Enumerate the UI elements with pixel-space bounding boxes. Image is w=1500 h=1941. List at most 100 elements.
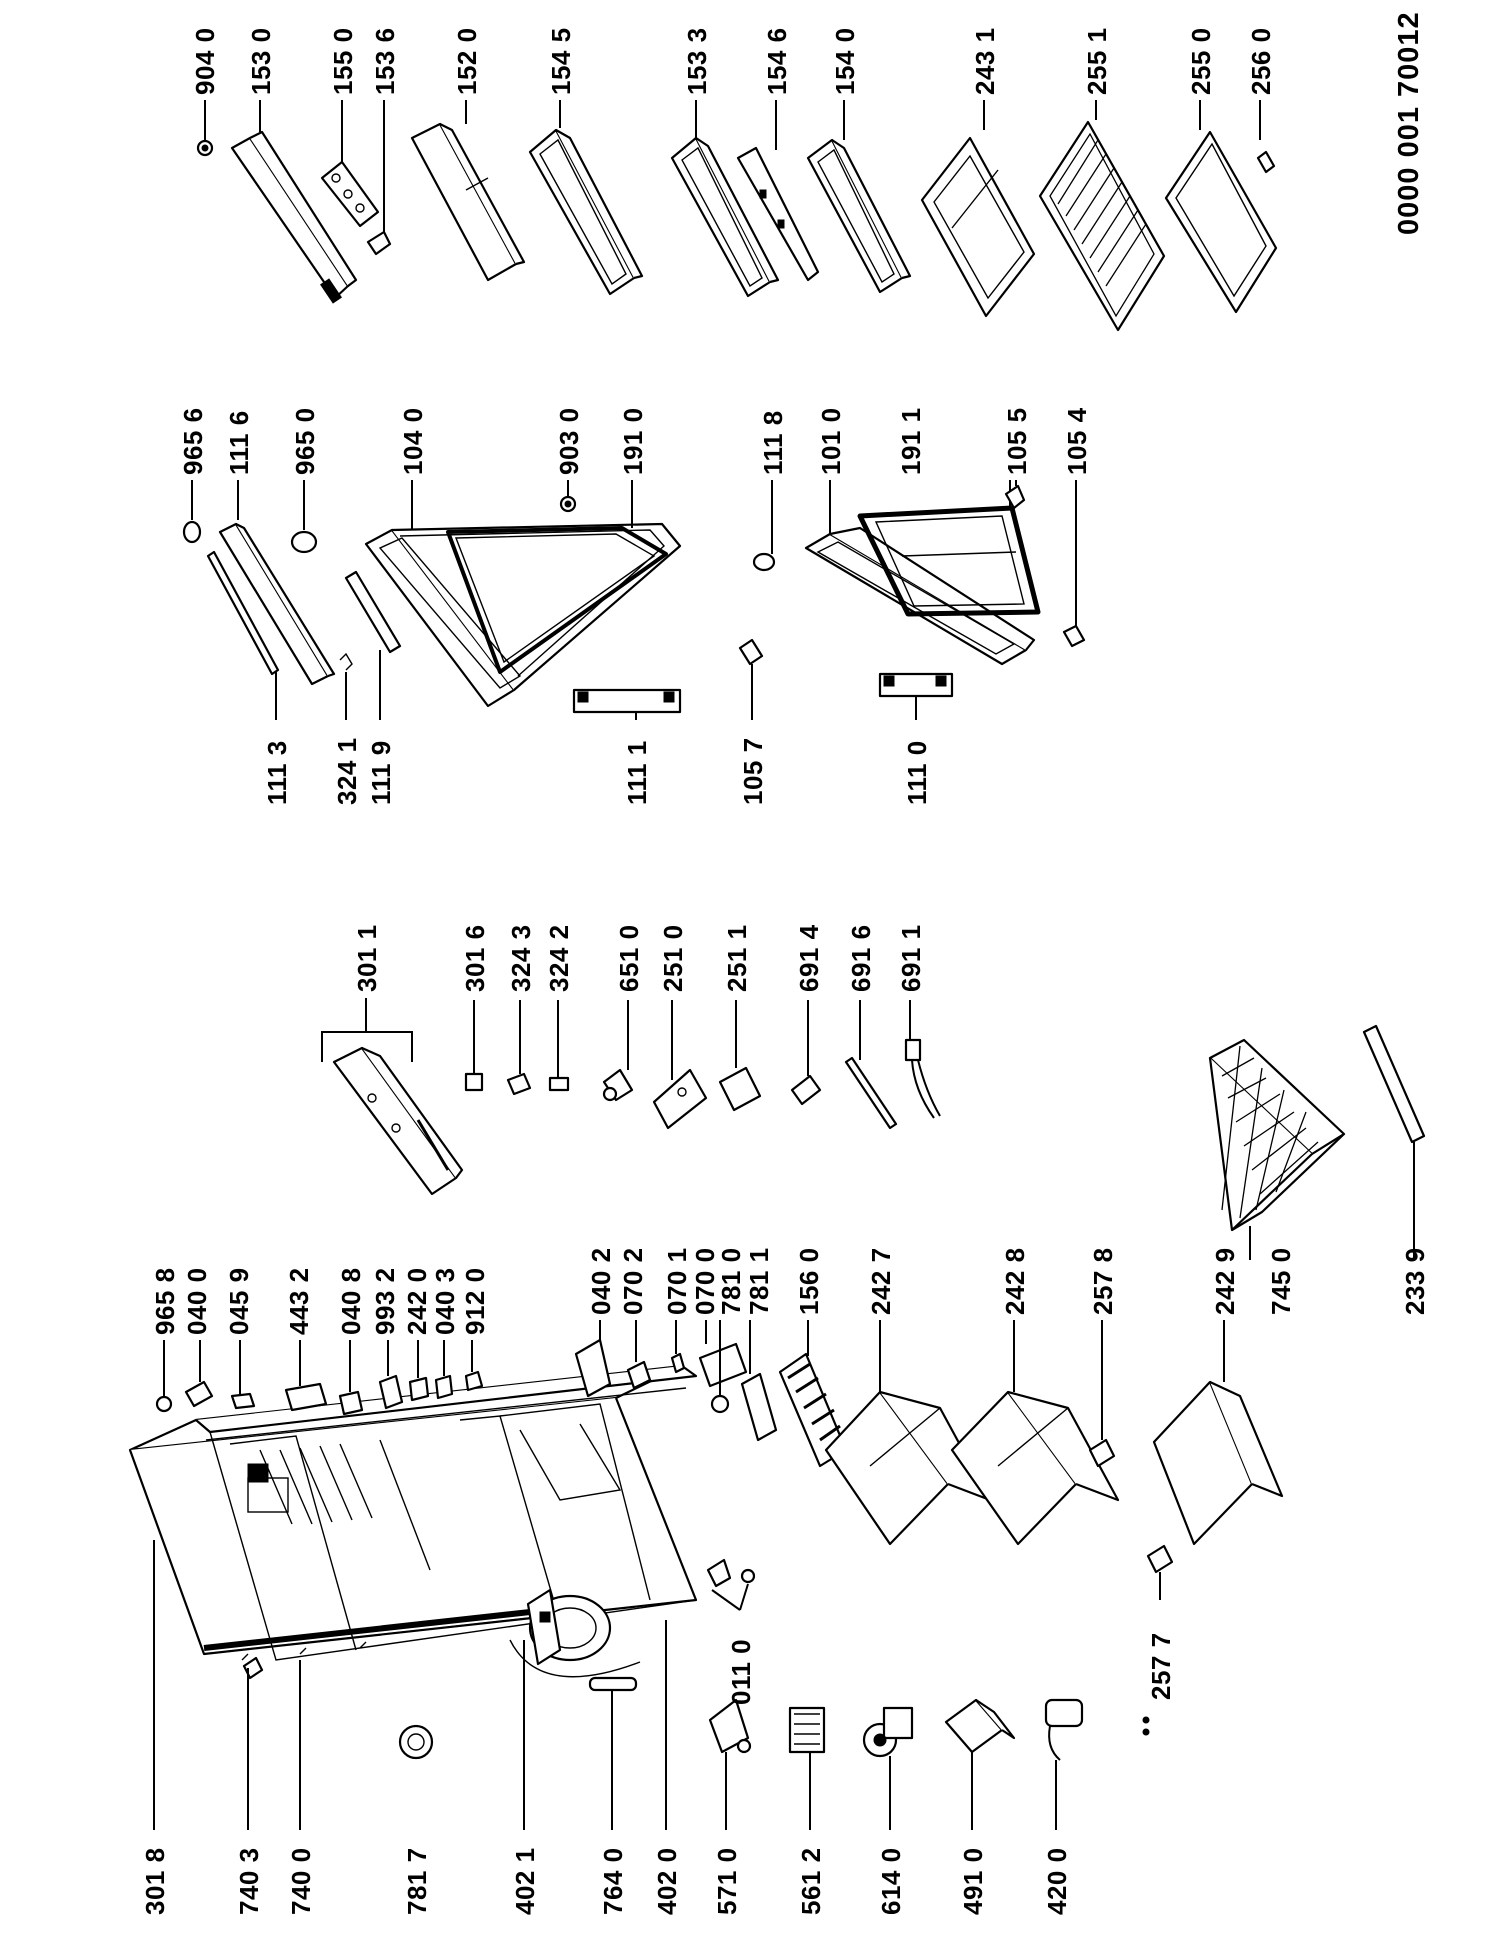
label-251-1: 251 1 [722, 924, 752, 992]
strip-111-3 [206, 550, 280, 720]
bracket-parts [574, 1320, 778, 1442]
document-number: 0000 001 70012 [1393, 11, 1425, 235]
hinge-bracket-111-0 [878, 672, 954, 720]
part-324-3 [506, 1000, 532, 1096]
label-764-0: 764 0 [598, 1847, 628, 1915]
cap-965-6 [182, 480, 202, 544]
label-255-0: 255 0 [1186, 27, 1216, 95]
door-accessories-group [196, 100, 1278, 332]
label-324-1: 324 1 [332, 737, 362, 805]
label-691-1: 691 1 [896, 924, 926, 992]
label-965-6: 965 6 [178, 407, 208, 475]
relay-561-2 [788, 1706, 826, 1830]
label-105-4: 105 4 [1062, 407, 1092, 475]
egg-tray-155-0 [320, 100, 380, 228]
label-040-2: 040 2 [586, 1247, 616, 1315]
cap-965-0 [290, 480, 318, 554]
label-070-0: 070 0 [690, 1247, 720, 1315]
label-153-0: 153 0 [246, 27, 276, 95]
thermostat-614-0 [862, 1706, 914, 1830]
label-070-2: 070 2 [618, 1247, 648, 1315]
label-243-1: 243 1 [970, 27, 1000, 95]
wire-basket-745-0 [1208, 1038, 1346, 1260]
label-040-0: 040 0 [182, 1267, 212, 1335]
screw-903-0 [559, 480, 577, 513]
door-shelf-154-5 [528, 100, 644, 296]
label-257-8: 257 8 [1088, 1247, 1118, 1315]
label-156-0: 156 0 [794, 1247, 824, 1315]
part-571-0 [708, 1698, 752, 1830]
cover-strip-233-9 [1362, 1024, 1426, 1260]
label-402-0: 402 0 [652, 1847, 682, 1915]
door-shelf-154-0 [806, 100, 912, 294]
label-111-6: 111 6 [224, 410, 254, 475]
small-parts-group [321, 998, 941, 1196]
label-242-0: 242 0 [402, 1267, 432, 1335]
label-965-0: 965 0 [290, 407, 320, 475]
label-965-8: 965 8 [150, 1267, 180, 1335]
label-040-3: 040 3 [430, 1267, 460, 1335]
strip-691-6 [844, 1000, 898, 1130]
label-045-9: 045 9 [224, 1267, 254, 1335]
label-781-0: 781 0 [716, 1247, 746, 1315]
label-561-2: 561 2 [796, 1847, 826, 1915]
label-781-7: 781 7 [402, 1847, 432, 1915]
label-740-3: 740 3 [234, 1847, 264, 1915]
label-070-1: 070 1 [662, 1247, 692, 1315]
label-301-8: 301 8 [140, 1847, 170, 1915]
screw-904-0 [196, 100, 214, 157]
door-shelf-153-3 [670, 100, 780, 298]
cover-251-0 [652, 1000, 708, 1130]
cap-111-8 [752, 480, 776, 572]
clip-153-6 [366, 100, 392, 256]
part-691-4 [790, 1000, 822, 1106]
label-011-0: 011 0 [726, 1639, 756, 1705]
label-912-0: 912 0 [460, 1267, 490, 1335]
label-154-5: 154 5 [546, 27, 576, 95]
shelf-255-0 [1164, 100, 1278, 314]
label-745-0: 745 0 [1266, 1247, 1296, 1315]
label-256-0: 256 0 [1246, 27, 1276, 95]
label-740-0: 740 0 [286, 1847, 316, 1915]
strip-256-0 [1256, 100, 1276, 174]
label-324-3: 324 3 [506, 924, 536, 992]
lamp-socket-651-0 [602, 1000, 634, 1102]
doors-group [182, 480, 1086, 720]
label-651-0: 651 0 [614, 924, 644, 992]
wire-shelf-255-1 [1038, 100, 1166, 332]
clip-105-5 [1004, 480, 1026, 510]
label-153-3: 153 3 [682, 27, 712, 95]
label-324-2: 324 2 [544, 924, 574, 992]
door-gasket-191-0 [446, 480, 668, 674]
part-labels: 904 0 153 0 155 0 153 6 152 0 154 5 153 … [140, 11, 1430, 1915]
part-324-2 [548, 1000, 570, 1092]
dairy-shelf-152-0 [410, 100, 526, 282]
label-111-0: 111 0 [902, 740, 932, 805]
cabinet-group [128, 1024, 1426, 1830]
label-105-7: 105 7 [738, 737, 768, 805]
freezer-bin-242-7 [824, 1320, 992, 1546]
label-781-1: 781 1 [744, 1247, 774, 1315]
part-257-8 [1088, 1320, 1116, 1468]
part-257-7 [1146, 1544, 1174, 1600]
freezer-bin-242-9 [1152, 1320, 1284, 1546]
label-614-0: 614 0 [876, 1847, 906, 1915]
label-233-9: 233 9 [1400, 1247, 1430, 1315]
label-101-0: 101 0 [816, 407, 846, 475]
label-691-6: 691 6 [846, 924, 876, 992]
label-402-1: 402 1 [510, 1847, 540, 1915]
label-993-2: 993 2 [370, 1267, 400, 1335]
label-691-4: 691 4 [794, 924, 824, 992]
label-154-0: 154 0 [830, 27, 860, 95]
handle-bar-111-6 [218, 480, 336, 686]
strip-111-9 [344, 570, 402, 720]
label-301-6: 301 6 [460, 924, 490, 992]
control-panel-301-1 [321, 998, 464, 1196]
label-153-6: 153 6 [370, 27, 400, 95]
label-903-0: 903 0 [554, 407, 584, 475]
label-571-0: 571 0 [712, 1847, 742, 1915]
label-104-0: 104 0 [398, 407, 428, 475]
label-443-2: 443 2 [284, 1267, 314, 1335]
